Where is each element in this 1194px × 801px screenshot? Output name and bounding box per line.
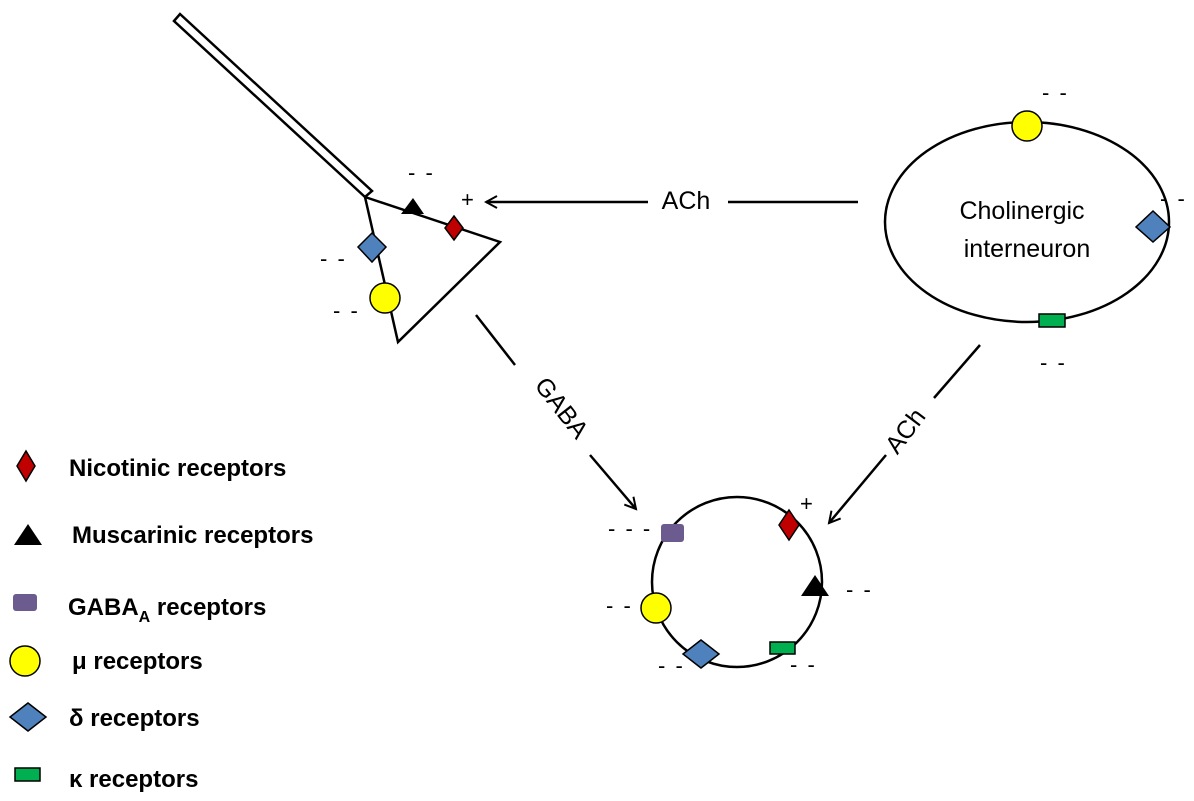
legend-item-gaba-a: GABAA receptors (13, 594, 266, 626)
kappa-receptor-marker (1038, 313, 1066, 328)
neuron-soma (363, 195, 503, 345)
kappa-receptor-marker (769, 641, 796, 655)
muscarinic-receptor-marker (801, 575, 829, 596)
minus-sign: - - (333, 298, 360, 323)
kappa-receptor-icon (14, 767, 41, 782)
cell-label-line1: Cholinergic (959, 197, 1084, 225)
arrow-label-ach: ACh (662, 187, 711, 215)
muscarinic-receptor-icon (14, 524, 42, 545)
minus-sign: - - (1040, 350, 1067, 375)
delta-receptor-marker (681, 639, 721, 669)
legend-item-mu: μ receptors (9, 645, 203, 677)
target-cell: - - - + - - - - - - - - (606, 491, 873, 678)
cell-label-line2: interneuron (964, 235, 1090, 263)
muscarinic-receptor-marker (401, 198, 424, 214)
legend-item-muscarinic: Muscarinic receptors (14, 522, 313, 549)
delta-receptor-icon (8, 702, 48, 732)
mu-receptor-marker (640, 592, 672, 624)
legend-label: δ receptors (69, 705, 200, 732)
cholinergic-interneuron: Cholinergic interneuron - - - - - - (883, 80, 1187, 375)
nicotinic-receptor-marker (444, 214, 464, 242)
minus-sign: - - (320, 246, 347, 271)
nicotinic-receptor-icon (16, 449, 36, 483)
delta-receptor-marker (1134, 209, 1172, 244)
minus-sign: - - - (608, 516, 652, 541)
arrow-gaba: GABA (475, 314, 636, 509)
plus-sign: + (800, 491, 813, 516)
projection-neuron: - - + - - - - (172, 12, 503, 345)
arrow-label-ach: ACh (880, 403, 932, 459)
minus-sign: - - (606, 593, 633, 618)
legend-item-nicotinic: Nicotinic receptors (16, 449, 286, 483)
legend: Nicotinic receptors Muscarinic receptors… (8, 449, 313, 793)
legend-label: κ receptors (69, 766, 198, 793)
legend-label: μ receptors (72, 648, 203, 675)
arrow-ach-diagonal: ACh (829, 344, 981, 523)
mu-receptor-icon (9, 645, 41, 677)
minus-sign: - - (846, 577, 873, 602)
legend-label: GABAA receptors (68, 594, 266, 626)
minus-sign: - - (1160, 186, 1187, 211)
minus-sign: - - (408, 160, 435, 185)
legend-label: Muscarinic receptors (72, 522, 313, 549)
legend-item-delta: δ receptors (8, 702, 200, 732)
minus-sign: - - (1042, 80, 1069, 105)
legend-label: Nicotinic receptors (69, 455, 286, 482)
arrow-ach-top: ACh (486, 187, 858, 215)
minus-sign: - - (790, 652, 817, 677)
axon (172, 12, 374, 199)
delta-receptor-marker (356, 231, 388, 264)
mu-receptor-marker (1011, 110, 1043, 142)
target-cell-body (650, 495, 824, 669)
gaba-a-receptor-marker (661, 524, 684, 542)
arrow-label-gaba: GABA (529, 372, 594, 444)
mu-receptor-marker (369, 282, 401, 314)
legend-item-kappa: κ receptors (14, 766, 198, 793)
plus-sign: + (461, 187, 474, 212)
gaba-a-receptor-icon (13, 594, 37, 611)
nicotinic-receptor-marker (778, 508, 800, 542)
minus-sign: - - (658, 653, 685, 678)
